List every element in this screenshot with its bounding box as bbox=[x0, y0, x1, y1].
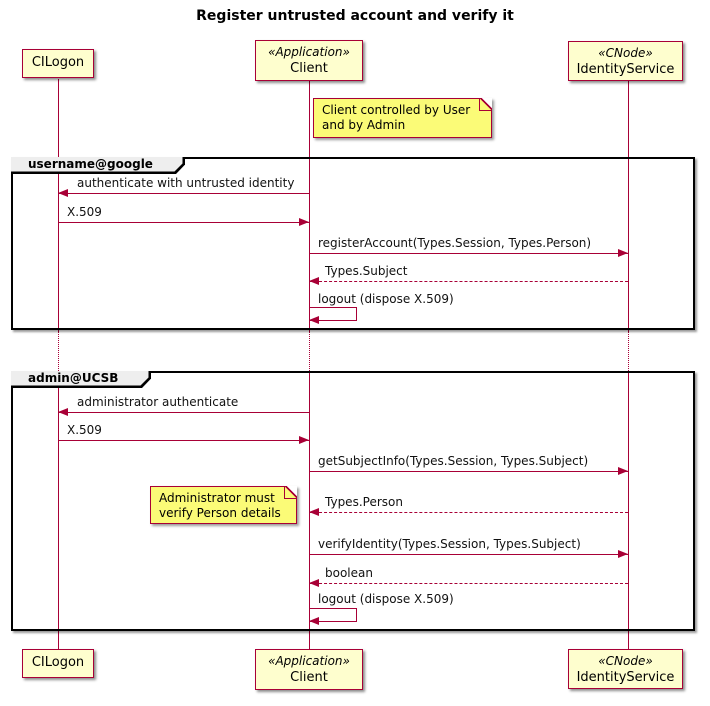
lifeline-client-top bbox=[309, 81, 310, 332]
message-label: verifyIdentity(Types.Session, Types.Subj… bbox=[318, 537, 581, 551]
arrowhead-left-icon bbox=[309, 617, 319, 625]
note-line: verify Person details bbox=[159, 506, 281, 520]
lifeline-cilogon-top bbox=[58, 79, 59, 332]
message-return-line bbox=[309, 281, 628, 282]
note-fold-corner bbox=[284, 486, 297, 499]
participant-identityservice-top: «CNode» IdentityService bbox=[568, 41, 683, 81]
message-label: administrator authenticate bbox=[77, 395, 239, 409]
arrowhead-left-icon bbox=[58, 408, 68, 416]
frame-label: username@google bbox=[28, 157, 153, 171]
participant-label: IdentityService bbox=[576, 62, 675, 77]
participant-stereotype: «Application» bbox=[268, 654, 350, 668]
message-arrow-line bbox=[309, 554, 628, 555]
message-arrow-line bbox=[58, 222, 309, 223]
participant-stereotype: «CNode» bbox=[598, 654, 653, 668]
message-label: Types.Person bbox=[325, 495, 403, 509]
message-label: X.509 bbox=[67, 205, 102, 219]
participant-client-top: «Application» Client bbox=[255, 40, 363, 81]
message-label: X.509 bbox=[67, 423, 102, 437]
arrowhead-left-icon bbox=[58, 189, 68, 197]
message-label: authenticate with untrusted identity bbox=[77, 176, 295, 190]
message-label: getSubjectInfo(Types.Session, Types.Subj… bbox=[318, 454, 589, 468]
note-admin-verify: Administrator must verify Person details bbox=[150, 486, 297, 524]
message-arrow-line bbox=[309, 253, 628, 254]
lifeline-identityservice-delay bbox=[628, 332, 629, 371]
self-message-line bbox=[309, 608, 357, 609]
arrowhead-right-icon bbox=[299, 218, 309, 226]
arrowhead-right-icon bbox=[618, 467, 628, 475]
participant-client-bottom: «Application» Client bbox=[255, 649, 363, 690]
arrowhead-left-icon bbox=[309, 316, 319, 324]
message-return-line bbox=[309, 583, 628, 584]
participant-cilogon-bottom: CILogon bbox=[22, 649, 94, 678]
note-fold-corner bbox=[479, 98, 492, 111]
arrowhead-left-icon bbox=[309, 508, 319, 516]
frame-username-google-tab: username@google bbox=[11, 157, 185, 174]
note-line: Client controlled by User bbox=[322, 103, 471, 117]
message-label: logout (dispose X.509) bbox=[318, 292, 454, 306]
frame-admin-ucsb-tab: admin@UCSB bbox=[11, 371, 151, 388]
frame-admin-ucsb bbox=[11, 371, 695, 631]
participant-identityservice-bottom: «CNode» IdentityService bbox=[568, 649, 683, 689]
arrowhead-right-icon bbox=[299, 436, 309, 444]
message-arrow-line bbox=[309, 471, 628, 472]
participant-label: IdentityService bbox=[576, 670, 675, 685]
frame-label: admin@UCSB bbox=[28, 371, 119, 385]
note-line: and by Admin bbox=[322, 118, 406, 132]
message-return-line bbox=[309, 512, 628, 513]
self-message-line bbox=[309, 621, 357, 622]
lifeline-identityservice-top bbox=[628, 81, 629, 332]
message-label: boolean bbox=[325, 566, 373, 580]
diagram-title: Register untrusted account and verify it bbox=[196, 8, 514, 24]
lifeline-client-delay bbox=[309, 332, 310, 371]
arrowhead-left-icon bbox=[309, 277, 319, 285]
frame-tab-background bbox=[11, 157, 183, 172]
message-label: Types.Subject bbox=[325, 264, 408, 278]
participant-stereotype: «CNode» bbox=[598, 46, 653, 60]
lifeline-identityservice-bottom bbox=[628, 371, 629, 649]
self-message-line bbox=[309, 307, 357, 308]
lifeline-cilogon-bottom bbox=[58, 371, 59, 649]
self-message-line bbox=[309, 320, 357, 321]
message-arrow-line bbox=[58, 440, 309, 441]
frame-username-google bbox=[11, 157, 695, 330]
message-arrow-line bbox=[58, 412, 309, 413]
participant-label: Client bbox=[290, 61, 328, 76]
arrowhead-right-icon bbox=[618, 550, 628, 558]
self-message-line bbox=[356, 307, 357, 320]
participant-cilogon-top: CILogon bbox=[22, 49, 94, 78]
arrowhead-right-icon bbox=[618, 249, 628, 257]
message-label: registerAccount(Types.Session, Types.Per… bbox=[318, 236, 592, 250]
message-label: logout (dispose X.509) bbox=[318, 592, 454, 606]
note-line: Administrator must bbox=[159, 491, 275, 505]
message-arrow-line bbox=[58, 193, 309, 194]
participant-stereotype: «Application» bbox=[268, 45, 350, 59]
participant-label: CILogon bbox=[31, 55, 85, 70]
arrowhead-left-icon bbox=[309, 579, 319, 587]
self-message-line bbox=[356, 608, 357, 621]
frame-tab-background bbox=[11, 371, 149, 386]
note-client-controlled: Client controlled by User and by Admin bbox=[313, 98, 492, 138]
participant-label: CILogon bbox=[31, 655, 85, 670]
participant-label: Client bbox=[290, 670, 328, 685]
lifeline-cilogon-delay bbox=[58, 332, 59, 371]
